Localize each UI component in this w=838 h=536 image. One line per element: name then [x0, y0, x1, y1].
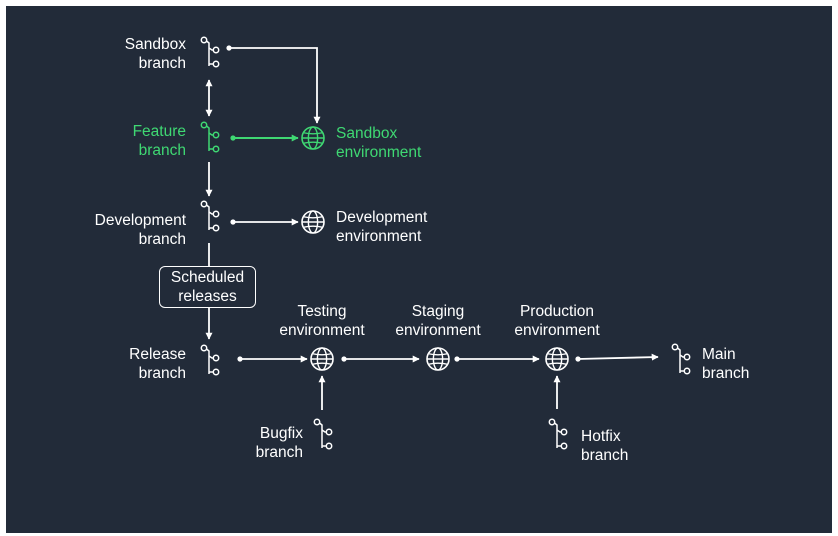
release-branch-icon	[200, 344, 220, 376]
hotfix-branch-icon	[548, 418, 568, 450]
production-environment-globe-icon	[545, 347, 569, 371]
development-branch-icon	[200, 200, 220, 232]
feature-branch-icon	[200, 121, 220, 153]
connectors	[205, 47, 659, 410]
staging-environment-globe-icon	[426, 347, 450, 371]
main-branch-icon	[671, 343, 691, 375]
flow-production-to-main	[577, 353, 659, 361]
scheduled-releases-line-1: Scheduled	[170, 269, 245, 286]
diagram-graphics	[200, 36, 691, 450]
flow-sandbox-branch-to-sandbox-env	[229, 47, 321, 124]
sandbox-branch-icon	[200, 36, 220, 68]
branch-output-dots	[226, 45, 581, 362]
development-environment-globe-icon	[301, 210, 325, 234]
sandbox-environment-globe-icon	[301, 126, 325, 150]
scheduled-releases-box: Scheduled releases	[159, 266, 256, 308]
scheduled-releases-line-2: releases	[178, 288, 237, 305]
feature-output-dot	[230, 135, 236, 141]
testing-environment-globe-icon	[310, 347, 334, 371]
bugfix-branch-icon	[313, 418, 333, 450]
